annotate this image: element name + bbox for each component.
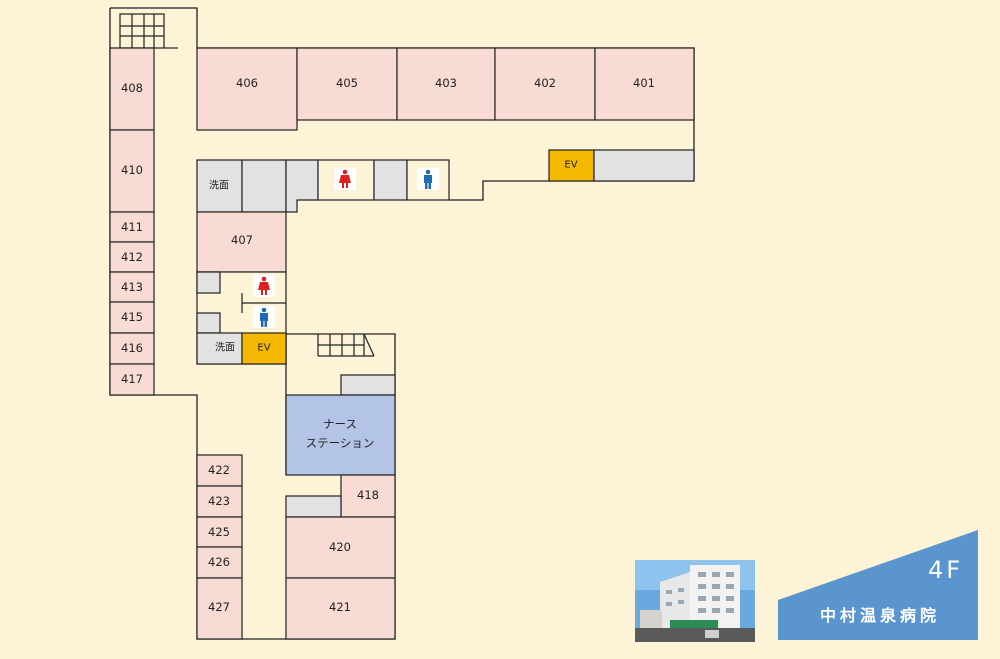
utility-room	[196, 271, 221, 294]
svg-text:416: 416	[121, 341, 143, 355]
svg-text:EV: EV	[257, 343, 270, 354]
room-401: 401	[594, 47, 695, 121]
room-408: 408	[109, 47, 155, 131]
svg-text:417: 417	[121, 372, 143, 386]
utility-room	[340, 374, 396, 396]
elevator-upper: EV	[548, 149, 595, 182]
svg-text:421: 421	[329, 600, 351, 614]
floor-label: 4F	[928, 556, 963, 584]
utility-room	[241, 159, 287, 213]
elevator-lower: EV	[241, 332, 287, 365]
svg-text:413: 413	[121, 280, 143, 294]
room-406: 406	[196, 47, 298, 131]
room-407: 407	[196, 211, 287, 273]
room-422: 422	[196, 454, 243, 487]
svg-text:408: 408	[121, 81, 143, 95]
svg-text:412: 412	[121, 250, 143, 264]
svg-text:427: 427	[208, 600, 230, 614]
room-403: 403	[396, 47, 496, 121]
washroom-upper: 洗面	[196, 159, 243, 213]
room-416: 416	[109, 332, 155, 365]
svg-text:402: 402	[534, 76, 556, 90]
room-427: 427	[196, 577, 243, 640]
room-413: 413	[109, 271, 155, 303]
room-411: 411	[109, 211, 155, 243]
room-423: 423	[196, 485, 243, 518]
stairs-icon	[119, 13, 178, 49]
svg-text:425: 425	[208, 525, 230, 539]
svg-text:415: 415	[121, 310, 143, 324]
svg-text:406: 406	[236, 76, 258, 90]
svg-text:ナース: ナース	[323, 417, 357, 431]
room-417: 417	[109, 363, 155, 396]
utility-room	[196, 312, 221, 334]
svg-text:422: 422	[208, 463, 230, 477]
svg-text:401: 401	[633, 76, 655, 90]
svg-text:ステーション: ステーション	[306, 436, 375, 450]
room-420: 420	[285, 516, 396, 579]
svg-text:411: 411	[121, 220, 143, 234]
female-restroom-icon	[334, 168, 356, 190]
room-418: 418	[340, 474, 396, 518]
room-412: 412	[109, 241, 155, 273]
svg-text:418: 418	[357, 488, 379, 502]
nurse-station: ナース ステーション	[285, 394, 396, 476]
room-425: 425	[196, 516, 243, 548]
female-restroom-icon	[253, 275, 275, 297]
male-restroom-icon	[253, 306, 275, 328]
svg-text:洗面: 洗面	[215, 342, 235, 354]
washroom-lower: 洗面	[196, 332, 243, 365]
male-restroom-icon	[417, 168, 439, 190]
room-410: 410	[109, 129, 155, 213]
room-421: 421	[285, 577, 396, 640]
svg-text:403: 403	[435, 76, 457, 90]
hospital-name: 中村温泉病院	[820, 606, 940, 625]
svg-text:426: 426	[208, 555, 230, 569]
utility-room	[373, 159, 408, 201]
svg-text:EV: EV	[564, 160, 577, 171]
room-405: 405	[296, 47, 398, 121]
svg-text:423: 423	[208, 494, 230, 508]
stairs-icon	[317, 333, 375, 357]
room-415: 415	[109, 301, 155, 334]
hospital-banner: 4F 中村温泉病院	[778, 530, 978, 640]
svg-text:410: 410	[121, 163, 143, 177]
svg-text:405: 405	[336, 76, 358, 90]
utility-room	[593, 149, 695, 182]
svg-text:420: 420	[329, 540, 351, 554]
building-photo	[635, 560, 755, 642]
room-402: 402	[494, 47, 596, 121]
room-426: 426	[196, 546, 243, 579]
utility-room	[285, 495, 342, 518]
restroom-divider	[241, 293, 286, 313]
svg-text:洗面: 洗面	[209, 180, 229, 192]
svg-text:407: 407	[231, 233, 253, 247]
